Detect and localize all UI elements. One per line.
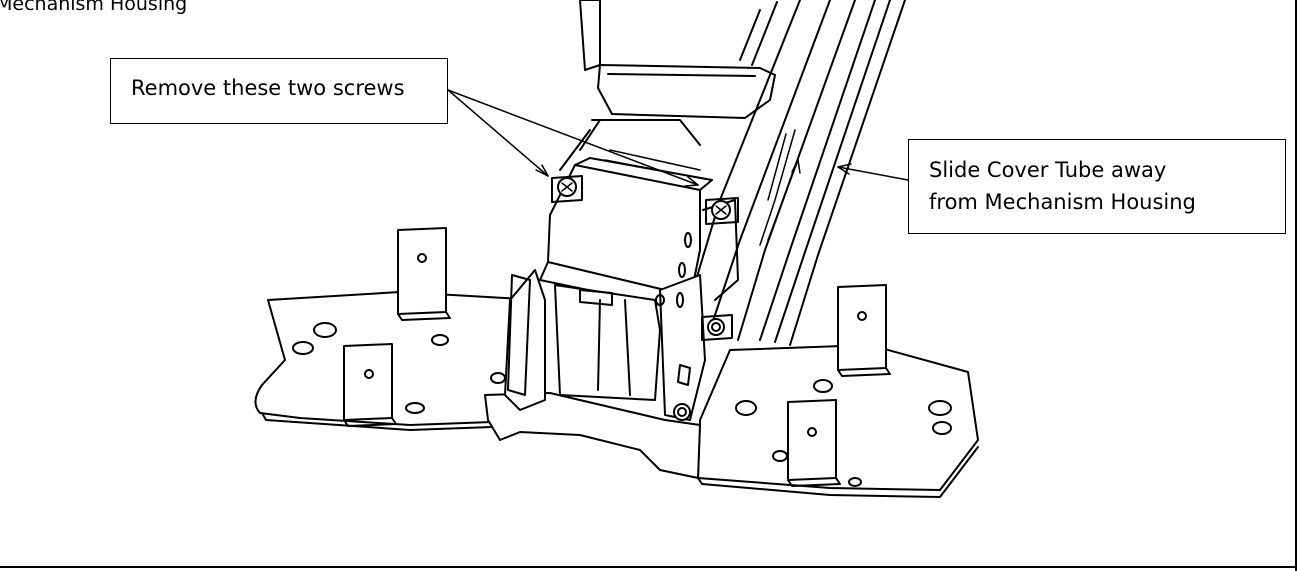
screw-right — [705, 197, 739, 225]
screw-left — [551, 175, 583, 203]
leader-lines — [447, 89, 909, 187]
center-plate — [484, 392, 701, 479]
mechanism-housing — [504, 149, 739, 421]
left-base-plate — [254, 291, 546, 431]
slide-cover-label-line2: from Mechanism Housing — [929, 190, 1196, 214]
frame-border-bottom — [0, 566, 1297, 568]
screw-bottom — [673, 403, 691, 421]
cover-tube — [559, 0, 906, 346]
slide-direction-arrow — [767, 159, 801, 241]
remove-screws-label: Remove these two screws — [131, 76, 405, 100]
top-caption: Mechanism Housing — [0, 0, 188, 15]
mounting-tabs — [343, 227, 891, 487]
frame-border-right — [1295, 0, 1297, 571]
screw-lower-right — [701, 314, 733, 341]
slide-cover-callout: Slide Cover Tube away from Mechanism Hou… — [908, 139, 1286, 234]
remove-screws-callout: Remove these two screws — [110, 58, 448, 124]
slide-cover-label-line1: Slide Cover Tube away — [929, 158, 1167, 182]
